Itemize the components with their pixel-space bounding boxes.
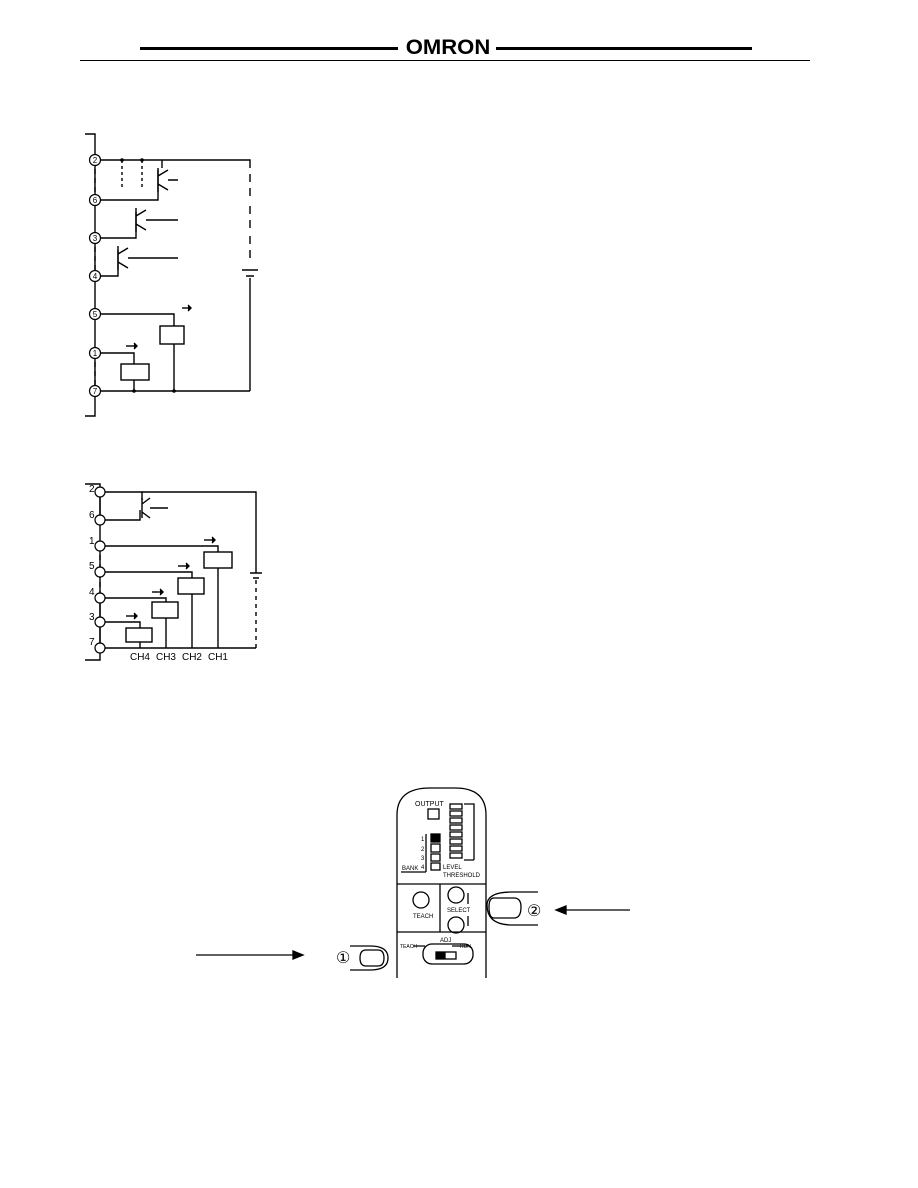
channel-label: CH3 [156, 652, 176, 663]
terminal-label: 1 [93, 349, 98, 358]
header-rule-left [140, 47, 398, 50]
terminal-label: 4 [89, 587, 95, 598]
switch-right-label: RUN [460, 944, 471, 950]
bank-1-indicator [430, 833, 441, 843]
terminal-1 [88, 346, 102, 360]
bank-number: 4 [421, 865, 425, 871]
header-underline [80, 60, 810, 61]
terminal-label: 7 [93, 387, 98, 396]
callout-1: ① [336, 950, 350, 967]
level-label: LEVEL [443, 865, 462, 871]
bank-3-indicator [430, 853, 441, 862]
terminal-label: 6 [93, 196, 98, 205]
terminal-2 [94, 486, 106, 498]
output-label: OUTPUT [415, 801, 445, 808]
switch-left-label: TEACH [400, 944, 417, 950]
panel-body [396, 787, 487, 978]
switch-center-label: ADJ [440, 938, 451, 944]
select-down-button [447, 916, 465, 934]
terminal-2 [88, 153, 102, 167]
terminal-6 [94, 514, 106, 526]
finger-1 [350, 945, 389, 971]
terminal-label: 3 [93, 234, 98, 243]
select-up-button [447, 886, 465, 904]
output-indicator [427, 808, 440, 820]
select-label: SELECT [447, 908, 471, 914]
bank-label: BANK [402, 866, 418, 872]
channel-label: CH1 [208, 652, 228, 663]
terminal-label: 2 [89, 484, 95, 495]
terminal-label: 6 [89, 510, 95, 521]
terminal-label: 5 [93, 310, 98, 319]
terminal-7 [88, 384, 102, 398]
terminal-3 [88, 231, 102, 245]
terminal-7 [94, 642, 106, 654]
terminal-4 [88, 269, 102, 283]
front-panel-illustration: OUTPUT 1 2 3 4 BANK LEVEL THRESHOLD TEAC… [196, 787, 630, 978]
terminal-label: 3 [89, 612, 95, 623]
bank-2-indicator [430, 843, 441, 853]
channel-label: CH2 [182, 652, 202, 663]
terminal-5 [88, 307, 102, 321]
terminal-5 [94, 566, 106, 578]
terminal-label: 5 [89, 561, 95, 572]
channel-label: CH4 [130, 652, 150, 663]
bank-4-indicator [430, 862, 441, 871]
terminal-3 [94, 616, 106, 628]
bank-number: 1 [421, 837, 425, 843]
teach-button [412, 891, 430, 909]
header-rule-right [496, 47, 752, 50]
teach-label: TEACH [413, 914, 433, 920]
terminal-1 [94, 540, 106, 552]
terminal-label: 4 [93, 272, 98, 281]
terminal-label: 7 [89, 637, 95, 648]
bank-number: 3 [421, 856, 425, 862]
output-circuit-diagram: 2 6 3 4 5 1 7 [85, 133, 258, 417]
bank-input-circuit-diagram: 2 6 1 5 4 3 7 CH4 CH3 CH2 CH1 [85, 483, 262, 663]
terminal-label: 1 [89, 536, 95, 547]
terminal-4 [94, 592, 106, 604]
finger-2 [486, 891, 538, 926]
threshold-label: THRESHOLD [443, 873, 481, 879]
terminal-label: 2 [93, 156, 98, 165]
mode-switch [422, 943, 474, 965]
bank-number: 2 [421, 847, 425, 853]
callout-2: ② [527, 903, 541, 920]
terminal-6 [88, 193, 102, 207]
omron-logo: OMRON [405, 36, 491, 59]
